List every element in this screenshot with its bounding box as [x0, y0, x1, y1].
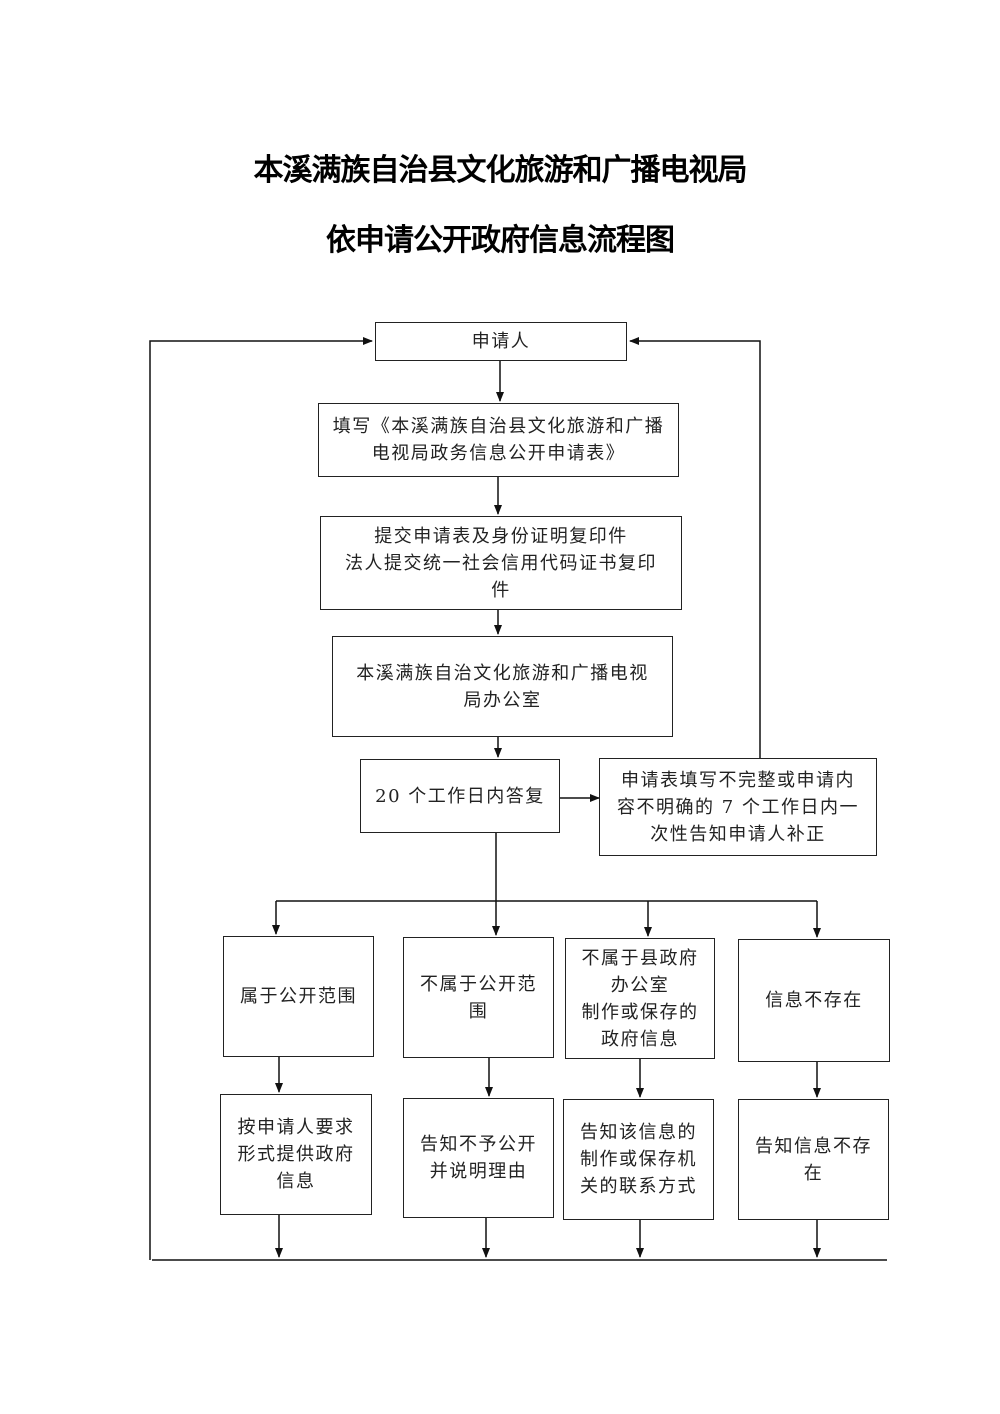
node-result-refuse: 告知不予公开 并说明理由 [403, 1098, 554, 1218]
node-fill-form: 填写《本溪满族自治县文化旅游和广播 电视局政务信息公开申请表》 [318, 403, 679, 477]
node-applicant: 申请人 [375, 322, 627, 361]
node-reply: 20 个工作日内答复 [360, 759, 560, 833]
node-result-provide: 按申请人要求 形式提供政府 信息 [220, 1094, 372, 1215]
node-result-contact: 告知该信息的 制作或保存机 关的联系方式 [563, 1099, 714, 1220]
node-incomplete: 申请表填写不完整或申请内 容不明确的 7 个工作日内一 次性告知申请人补正 [599, 758, 877, 856]
node-category-not-office: 不属于县政府 办公室 制作或保存的 政府信息 [565, 938, 715, 1059]
node-category-public: 属于公开范围 [223, 936, 374, 1057]
arrow-return-to-applicant [149, 337, 373, 1260]
node-category-not-public: 不属于公开范 围 [403, 937, 554, 1058]
title-line-2: 依申请公开政府信息流程图 [326, 223, 675, 258]
title-line-1: 本溪满族自治县文化旅游和广播电视局 [253, 153, 748, 188]
arrow-incomplete-to-applicant [629, 337, 761, 758]
node-office: 本溪满族自治文化旅游和广播电视 局办公室 [332, 636, 673, 737]
node-result-not-exist: 告知信息不存 在 [738, 1099, 889, 1220]
node-category-not-exist: 信息不存在 [738, 939, 890, 1062]
node-submit: 提交申请表及身份证明复印件 法人提交统一社会信用代码证书复印 件 [320, 516, 682, 610]
